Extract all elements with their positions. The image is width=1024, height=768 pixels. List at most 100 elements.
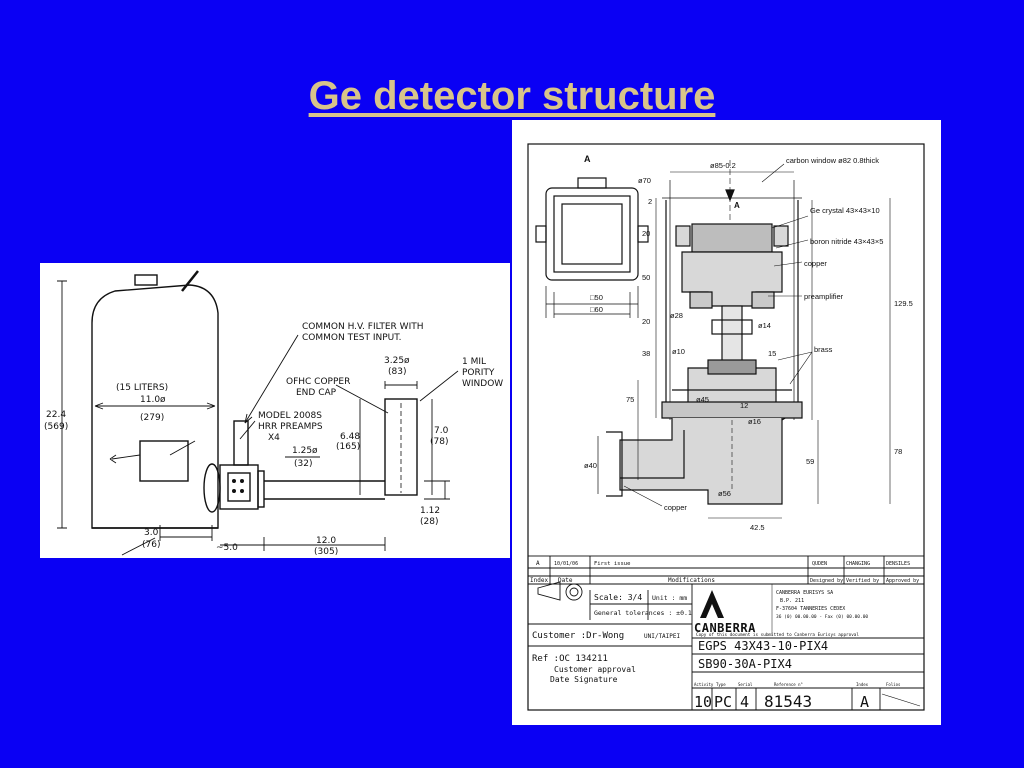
rev-desc: First issue (594, 561, 630, 567)
field-type: Type (716, 682, 726, 687)
dim-v1295: 129.5 (894, 299, 913, 308)
col-date: Date (558, 577, 573, 584)
dim-648-mm: (165) (336, 442, 360, 452)
dim-v50: 50 (642, 273, 650, 282)
cryostat-sketch: COMMON H.V. FILTER WITH COMMON TEST INPU… (44, 270, 503, 557)
value-activity: 10 (694, 693, 712, 711)
dim-112: 1.12 (420, 506, 440, 516)
window-label-2: PORITY (462, 368, 495, 378)
dim-v2: 2 (648, 197, 652, 206)
endcap-label-1: OFHC COPPER (286, 377, 350, 387)
address-3: F-37604 TANNERIES CEDEX (776, 606, 845, 612)
dim-d16: ø16 (748, 417, 761, 426)
dim-d56: ø56 (718, 489, 731, 498)
ge-crystal (691, 223, 773, 253)
dim-v78: 78 (894, 447, 902, 456)
label-brass: brass (814, 345, 833, 354)
view-a-marker: A (584, 154, 591, 164)
tolerance-label: General tolerances : ±0.1 (594, 609, 692, 617)
dim-d70: ø70 (638, 176, 651, 185)
dim-v59: 59 (806, 457, 814, 466)
dim-112-mm: (28) (420, 517, 438, 527)
field-index: Index (856, 682, 869, 687)
dim-v38: 38 (642, 349, 650, 358)
customer-org: UNI/TAIPEI (644, 633, 681, 640)
cold-finger-elbow (619, 418, 783, 505)
dim-325: 3.25ø (384, 356, 410, 366)
dim-325-mm: (83) (388, 367, 406, 377)
scale-label: Scale: 3/4 (594, 593, 642, 602)
field-activity: Activity (694, 682, 714, 687)
value-serial: 4 (740, 693, 749, 711)
window-label-1: 1 MIL (462, 357, 486, 367)
value-reference: 81543 (764, 692, 812, 711)
liters-label: (15 LITERS) (116, 383, 168, 393)
dim-648: 6.48 (340, 432, 360, 442)
value-type: PC (714, 693, 732, 711)
dim-v20b: 20 (642, 317, 650, 326)
ref-label: Ref :OC 134211 (532, 654, 608, 664)
label-carbon-window: carbon window ø82 0.8thick (786, 156, 879, 165)
field-reference: Reference n° (774, 682, 803, 687)
dim-120-mm: (305) (314, 547, 338, 557)
dim-h425: 42.5 (750, 523, 765, 532)
dim-30-mm: (76) (142, 540, 160, 550)
part-code-1: EGPS 43X43-10-PIX4 (698, 639, 828, 653)
dim-70-mm: (78) (430, 437, 448, 447)
dim-70: 7.0 (434, 426, 449, 436)
diameter-mm-label: (279) (140, 413, 164, 423)
dim-d45: ø45 (696, 395, 709, 404)
diameter-label: 11.0ø (140, 395, 166, 405)
dim-50: ~5.0 (216, 543, 238, 553)
field-folios: Folios (886, 682, 901, 687)
customer-approval: Customer approval (554, 665, 636, 674)
section-a-marker: A (734, 201, 740, 210)
part-code-2: SB90-30A-PIX4 (698, 657, 792, 671)
rev-index: A (536, 560, 540, 567)
dim-d14: ø14 (758, 321, 771, 330)
address-4: 36 (0) 00.00.00 - Fax (0) 00.00.00 (776, 614, 868, 620)
address-1: CANBERRA EURISYS SA (776, 590, 833, 596)
height-label: 22.4 (46, 410, 66, 420)
rev-date: 10/01/06 (554, 561, 578, 567)
label-copper-bottom: copper (664, 503, 687, 512)
technical-drawing-panel: A A ø70 ø85-0.2 carbon window ø82 0.8thi… (512, 120, 941, 725)
dim-v15: 15 (768, 349, 776, 358)
address-2: B.P. 211 (780, 598, 804, 604)
canberra-logo-icon (700, 590, 724, 618)
technical-drawing: A A ø70 ø85-0.2 carbon window ø82 0.8thi… (527, 143, 925, 711)
dim-d40: ø40 (584, 461, 597, 470)
dim-120: 12.0 (316, 536, 336, 546)
col-quden: QUDEN (812, 561, 827, 567)
field-serial: Serial (738, 682, 753, 687)
dim-125-mm: (32) (294, 459, 312, 469)
endcap-label-2: END CAP (296, 388, 337, 398)
date-signature: Date Signature (550, 675, 618, 684)
col-modifications: Modifications (668, 577, 715, 584)
dim-125: 1.25ø (292, 446, 318, 456)
brand-name: CANBERRA (694, 621, 756, 635)
dim-d85: ø85-0.2 (710, 161, 736, 170)
dim-sq50: □50 (590, 293, 603, 302)
dim-v75: 75 (626, 395, 634, 404)
model-label-3: X4 (268, 433, 280, 443)
dewar-body (91, 284, 219, 529)
dim-v20a: 20 (642, 229, 650, 238)
dim-d28: ø28 (670, 311, 683, 320)
approved-by: Approved by (886, 578, 919, 584)
model-label-2: HRR PREAMPS (258, 422, 323, 432)
dim-v12: 12 (740, 401, 748, 410)
value-index: A (860, 693, 869, 711)
dim-30: 3.0 (144, 528, 159, 538)
preamp-housing (219, 464, 259, 510)
filter-label-1: COMMON H.V. FILTER WITH (302, 322, 424, 332)
cryostat-sketch-panel: COMMON H.V. FILTER WITH COMMON TEST INPU… (40, 263, 510, 558)
label-copper: copper (804, 259, 827, 268)
filter-label-2: COMMON TEST INPUT. (302, 333, 402, 343)
unit-label: Unit : mm (652, 594, 687, 602)
model-label-1: MODEL 2008S (258, 411, 322, 421)
col-changing: CHANGING (846, 561, 870, 567)
customer-label: Customer :Dr-Wong (532, 631, 624, 641)
dewar-neck (134, 274, 158, 286)
dim-sq60: □60 (590, 305, 603, 314)
